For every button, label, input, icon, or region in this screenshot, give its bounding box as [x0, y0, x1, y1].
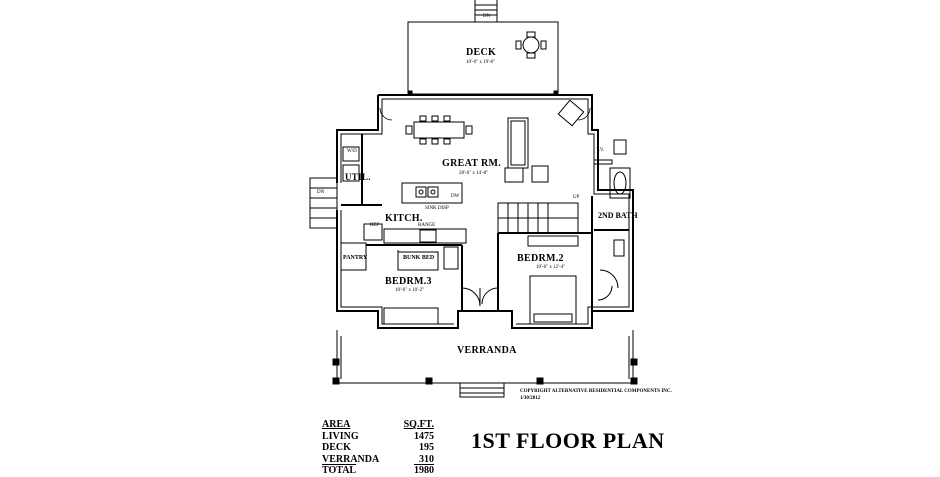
- area-row-value: 1475: [414, 430, 434, 442]
- wd-label: W/D: [347, 149, 357, 154]
- tv-unit-icon: [593, 159, 613, 165]
- verranda-label: VERRANDA: [457, 345, 517, 356]
- coffee-table-icon: [504, 167, 524, 183]
- sink-disp-label: SINK DISP: [425, 206, 449, 211]
- kitchen-counter: [383, 228, 467, 244]
- plan-title: 1ST FLOOR PLAN: [471, 428, 665, 453]
- area-total-row: TOTAL 1980: [322, 465, 434, 477]
- bathtub-icon: [609, 167, 631, 199]
- ref-label: REF: [370, 223, 380, 228]
- dn-left-label: DN: [317, 190, 325, 195]
- closet-icon: [527, 235, 579, 247]
- verranda-outline: [336, 330, 634, 384]
- bedroom3-bed-icon: [383, 307, 439, 325]
- deck-label: DECK: [466, 47, 497, 58]
- bedroom2-dimensions: 10'-6" x 12'-4": [536, 265, 566, 270]
- bedroom2-label: BEDRM.2: [517, 253, 564, 264]
- copyright-date: 1/30/2012: [520, 396, 541, 401]
- dw-label: DW: [451, 194, 460, 199]
- area-total-label: TOTAL: [322, 465, 357, 476]
- area-header-label: AREA: [322, 419, 351, 430]
- sink-icon: [613, 139, 627, 155]
- bedroom3-label: BEDRM.3: [385, 276, 432, 287]
- copyright-line: COPYRIGHT ALTERNATIVE RESIDENTIAL COMPON…: [520, 389, 672, 394]
- bedroom3-dimensions: 10'-6" x 10'-2": [395, 288, 425, 293]
- area-table-header: AREA SQ.FT.: [322, 419, 434, 431]
- area-row: LIVING 1475: [322, 431, 434, 443]
- range-icon: [419, 229, 437, 243]
- sofa-icon: [507, 117, 529, 169]
- area-header-value: SQ.FT.: [403, 419, 434, 430]
- great-room-dimensions: 28'-6" x 14'-8": [459, 171, 489, 176]
- kitchen-label: KITCH.: [385, 213, 423, 224]
- area-row-value: 310: [419, 453, 434, 465]
- deck-table-icon: [515, 31, 547, 59]
- toilet-icon: [613, 239, 625, 257]
- area-row-value: 195: [419, 442, 434, 453]
- area-row: DECK 195: [322, 442, 434, 454]
- up-label: UP: [573, 195, 580, 200]
- area-row-label: LIVING: [322, 430, 359, 442]
- pantry-walls: [340, 242, 367, 271]
- dining-table-icon: [405, 115, 473, 145]
- area-row-label: VERRANDA: [322, 453, 380, 465]
- verranda-columns: [332, 358, 638, 385]
- bunk-bed-icon: [397, 251, 439, 271]
- front-stair: [459, 382, 505, 398]
- armchair-icon: [531, 165, 549, 183]
- range-label: RANGE: [418, 223, 436, 228]
- great-room-label: GREAT RM.: [442, 158, 501, 169]
- deck-dimensions: 10'-0" x 19'-6": [466, 60, 496, 65]
- fridge-icon: [363, 223, 383, 241]
- bath2-label: 2ND BATH: [598, 211, 638, 220]
- bunk-bed-label: BUNK BED: [403, 255, 435, 261]
- interior-stair: [497, 202, 579, 234]
- exterior-walls: [336, 94, 634, 329]
- washer-dryer-icon: [342, 146, 360, 162]
- dn-top-label: DN: [483, 14, 491, 19]
- area-row-label: DECK: [322, 442, 351, 453]
- lounge-chair-icon: [557, 99, 585, 127]
- area-row: VERRANDA 310: [322, 454, 434, 466]
- kitchen-island: [401, 182, 463, 204]
- area-total-value: 1980: [414, 465, 434, 476]
- utility-label: UTIL.: [345, 172, 371, 182]
- bedroom2-bed-icon: [529, 275, 577, 325]
- deck-stair: [474, 0, 498, 22]
- area-table: AREA SQ.FT. LIVING 1475 DECK 195 VERRAND…: [322, 419, 434, 477]
- pantry-label: PANTRY: [343, 255, 368, 261]
- tv-label: T.V.: [596, 148, 605, 153]
- side-entry-stair: [309, 177, 338, 229]
